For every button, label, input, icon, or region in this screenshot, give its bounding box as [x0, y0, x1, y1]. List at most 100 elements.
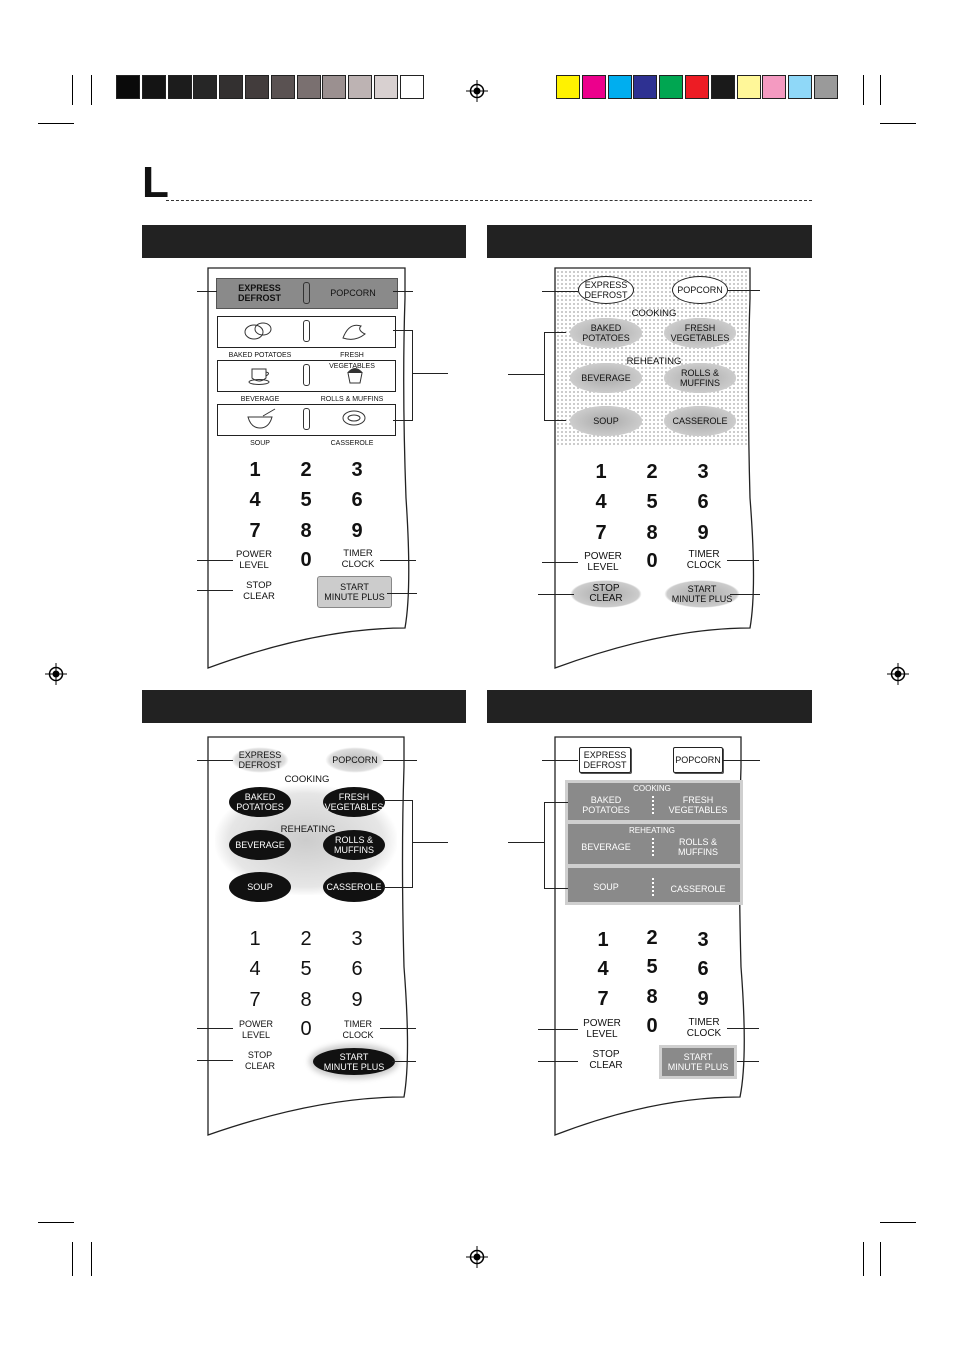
stop-clear-button[interactable]: STOP CLEAR [570, 580, 642, 608]
stop-clear-button[interactable]: STOP CLEAR [589, 1049, 623, 1071]
color-swatch [788, 75, 813, 99]
leader-line [392, 1061, 416, 1062]
digit-8[interactable]: 8 [300, 989, 312, 1011]
rolls-muffins-button[interactable]: ROLLS & MUFFINS [664, 363, 736, 393]
casserole-button[interactable]: CASSEROLE [664, 406, 736, 436]
digit-1[interactable]: 1 [249, 928, 261, 950]
timer-clock-button[interactable]: TIMER CLOCK [342, 1019, 374, 1040]
leader-line [380, 560, 416, 561]
digit-8[interactable]: 8 [646, 986, 658, 1008]
digit-6[interactable]: 6 [351, 958, 363, 980]
digit-6[interactable]: 6 [351, 489, 363, 511]
digit-1[interactable]: 1 [595, 461, 607, 483]
digit-8[interactable]: 8 [300, 520, 312, 542]
digit-4[interactable]: 4 [249, 489, 261, 511]
digit-2[interactable]: 2 [646, 461, 658, 483]
digit-7[interactable]: 7 [597, 988, 609, 1010]
digit-9[interactable]: 9 [697, 988, 709, 1010]
popcorn-button[interactable]: POPCORN [673, 747, 723, 773]
popcorn-button[interactable]: POPCORN [672, 276, 728, 304]
express-defrost-button[interactable]: EXPRESS DEFROST [237, 283, 281, 303]
power-level-button[interactable]: POWER LEVEL [583, 1018, 621, 1040]
popcorn-button[interactable]: POPCORN [330, 288, 376, 298]
leader-line [728, 290, 760, 291]
digit-8[interactable]: 8 [646, 522, 658, 544]
popcorn-button[interactable]: POPCORN [325, 747, 385, 773]
digit-0[interactable]: 0 [300, 1018, 312, 1040]
casserole-button[interactable]: CASSEROLE [670, 884, 726, 894]
leader-line [383, 887, 413, 888]
leader-line [383, 800, 413, 801]
beverage-button[interactable]: BEVERAGE [570, 363, 642, 393]
power-level-button[interactable]: POWER LEVEL [584, 551, 622, 573]
digit-5[interactable]: 5 [300, 489, 312, 511]
start-minute-plus-button[interactable]: START MINUTE PLUS [664, 580, 740, 608]
leader-line [542, 760, 578, 761]
digit-9[interactable]: 9 [351, 989, 363, 1011]
digit-0[interactable]: 0 [300, 549, 312, 571]
digit-3[interactable]: 3 [351, 459, 363, 481]
rolls-muffins-button[interactable]: ROLLS & MUFFINS [678, 837, 718, 857]
power-level-button[interactable]: POWER LEVEL [238, 1019, 273, 1040]
digit-4[interactable]: 4 [595, 491, 607, 513]
start-minute-plus-button[interactable]: START MINUTE PLUS [313, 1048, 395, 1075]
baked-potatoes-button[interactable]: BAKED POTATOES [570, 318, 642, 348]
digit-2[interactable]: 2 [646, 927, 658, 949]
digit-9[interactable]: 9 [697, 522, 709, 544]
digit-5[interactable]: 5 [300, 958, 312, 980]
express-defrost-button[interactable]: EXPRESS DEFROST [231, 747, 289, 773]
soup-button[interactable]: SOUP [570, 406, 642, 436]
digit-0[interactable]: 0 [646, 550, 658, 572]
vegetables-icon[interactable] [339, 318, 371, 344]
digit-4[interactable]: 4 [597, 958, 609, 980]
start-minute-plus-button[interactable]: START MINUTE PLUS [317, 576, 392, 608]
baked-potatoes-button[interactable]: BAKED POTATOES [229, 787, 291, 817]
start-minute-plus-button[interactable]: START MINUTE PLUS [662, 1048, 734, 1076]
beverage-button[interactable]: BEVERAGE [581, 842, 631, 852]
stop-clear-button[interactable]: STOP CLEAR [244, 1050, 275, 1071]
fresh-vegetables-button[interactable]: FRESH VEGETABLES [668, 795, 728, 815]
beverage-button[interactable]: BEVERAGE [229, 830, 291, 860]
fresh-vegetables-button[interactable]: FRESH VEGETABLES [323, 787, 385, 817]
digit-5[interactable]: 5 [646, 956, 658, 978]
digit-7[interactable]: 7 [249, 989, 261, 1011]
timer-clock-button[interactable]: TIMER CLOCK [341, 548, 375, 570]
express-defrost-button[interactable]: EXPRESS DEFROST [578, 276, 634, 304]
digit-3[interactable]: 3 [697, 461, 709, 483]
leader-line [393, 330, 413, 331]
leader-line [412, 842, 448, 843]
panel-outline [554, 267, 755, 669]
soup-bowl-icon[interactable] [245, 406, 277, 432]
digit-1[interactable]: 1 [597, 929, 609, 951]
digit-5[interactable]: 5 [646, 491, 658, 513]
digit-3[interactable]: 3 [351, 928, 363, 950]
digit-0[interactable]: 0 [646, 1015, 658, 1037]
rolls-muffins-button[interactable]: ROLLS & MUFFINS [323, 830, 385, 860]
reheating-label: REHEATING [628, 826, 676, 835]
cup-icon[interactable] [247, 363, 273, 387]
digit-3[interactable]: 3 [697, 929, 709, 951]
digit-6[interactable]: 6 [697, 491, 709, 513]
digit-6[interactable]: 6 [697, 958, 709, 980]
digit-2[interactable]: 2 [300, 459, 312, 481]
digit-2[interactable]: 2 [300, 928, 312, 950]
digit-7[interactable]: 7 [249, 520, 261, 542]
stop-clear-button[interactable]: STOP CLEAR [243, 580, 275, 602]
digit-9[interactable]: 9 [351, 520, 363, 542]
casserole-button[interactable]: CASSEROLE [323, 872, 385, 902]
casserole-icon[interactable] [339, 406, 371, 432]
timer-clock-button[interactable]: TIMER CLOCK [686, 1017, 722, 1039]
muffin-icon[interactable] [342, 363, 368, 387]
power-level-button[interactable]: POWER LEVEL [236, 549, 272, 571]
digit-7[interactable]: 7 [595, 522, 607, 544]
baked-potatoes-button[interactable]: BAKED POTATOES [582, 795, 630, 815]
soup-button[interactable]: SOUP [593, 882, 619, 892]
fresh-vegetables-button[interactable]: FRESH VEGETABLES [664, 318, 736, 348]
soup-button[interactable]: SOUP [229, 872, 291, 902]
gray-swatch [193, 75, 218, 99]
digit-4[interactable]: 4 [249, 958, 261, 980]
timer-clock-button[interactable]: TIMER CLOCK [686, 549, 722, 571]
digit-1[interactable]: 1 [249, 459, 261, 481]
express-defrost-button[interactable]: EXPRESS DEFROST [579, 747, 631, 773]
potato-icon[interactable] [242, 318, 274, 344]
